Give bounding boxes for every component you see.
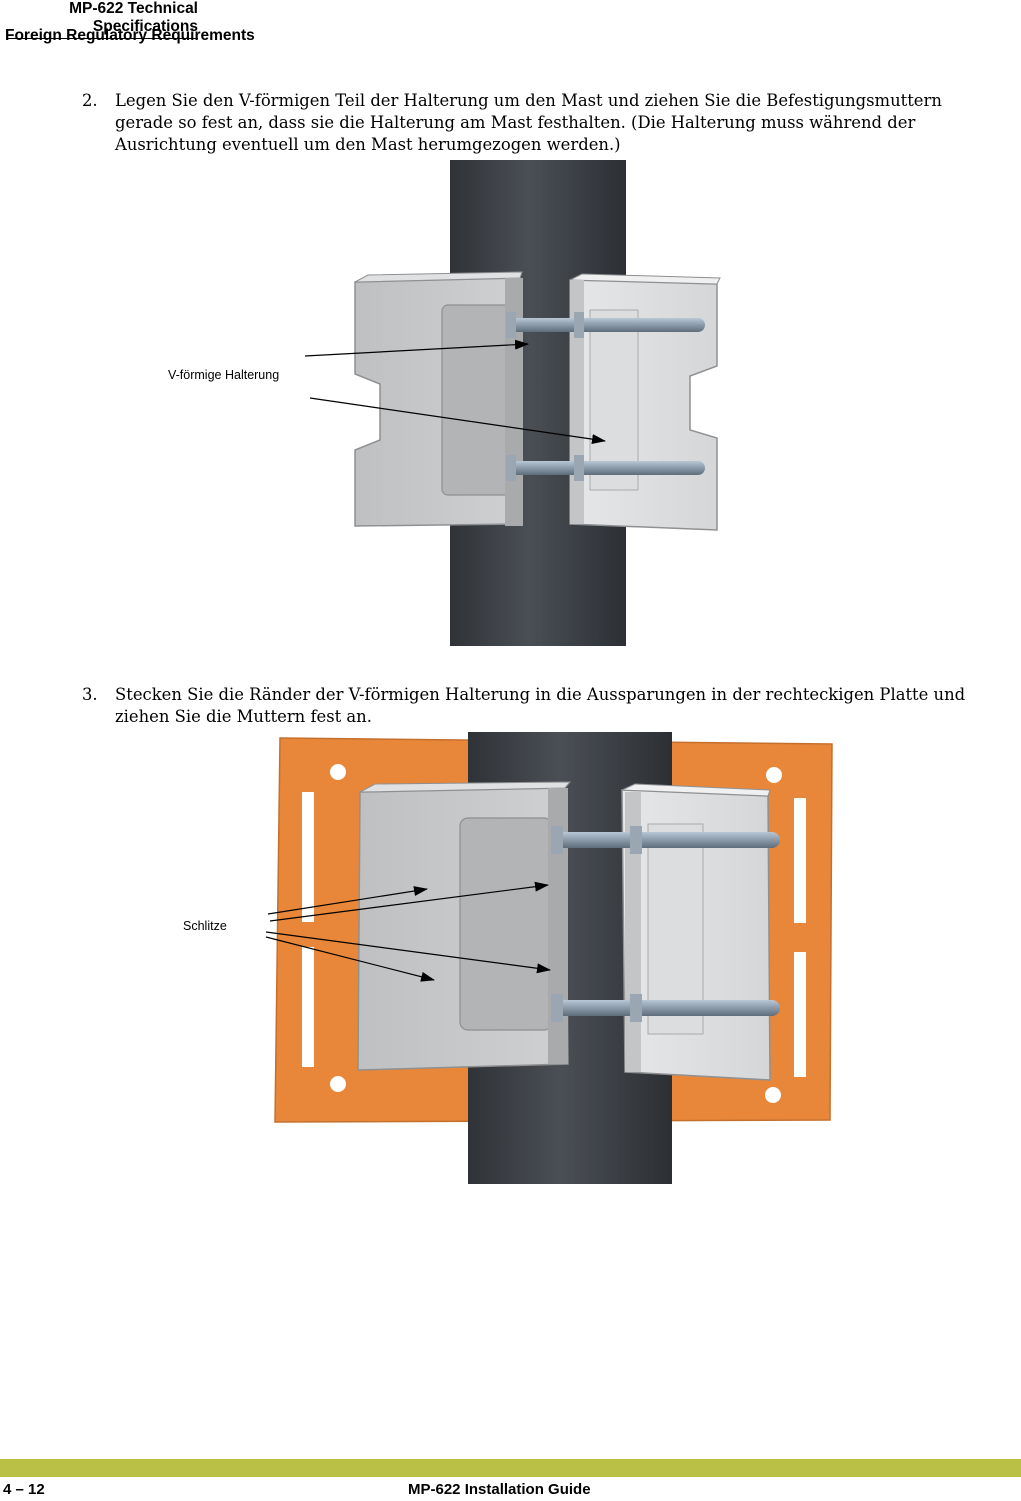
plate-slot xyxy=(302,792,314,922)
top-bolt xyxy=(555,832,780,848)
footer-guide-title: MP-622 Installation Guide xyxy=(408,1481,591,1498)
mounting-hole xyxy=(765,1087,781,1103)
step-text: Legen Sie den V-förmigen Teil der Halter… xyxy=(115,91,942,154)
callout-arrow xyxy=(265,936,435,982)
callout-arrow xyxy=(269,881,549,922)
callout-arrow xyxy=(304,339,529,357)
callout-arrow xyxy=(309,397,606,445)
callout-arrow xyxy=(265,931,551,974)
step-number: 2. xyxy=(82,91,98,110)
bottom-bolt xyxy=(555,1000,780,1016)
page-number: 4 – 12 xyxy=(3,1481,45,1498)
figure-v-bracket-on-mast: V-förmige Halterung xyxy=(168,160,721,646)
callout-slots: Schlitze xyxy=(183,919,227,933)
mounting-hole xyxy=(330,1076,346,1092)
figure-bracket-in-plate: Schlitze xyxy=(183,732,833,1184)
mounting-hole xyxy=(766,767,782,783)
plate-slot xyxy=(794,952,806,1077)
footer-accent-bar xyxy=(0,1459,1021,1477)
step-number: 3. xyxy=(82,685,98,704)
plate-slot xyxy=(302,947,314,1067)
callout-arrow xyxy=(267,886,428,915)
step-3: 3. Stecken Sie die Ränder der V-förmigen… xyxy=(82,684,997,728)
running-header-title: MP-622 Technical Specifications xyxy=(6,0,198,39)
step-2: 2. Legen Sie den V-förmigen Teil der Hal… xyxy=(82,90,997,156)
step-text: Stecken Sie die Ränder der V-förmigen Ha… xyxy=(115,685,966,726)
callout-v-bracket: V-förmige Halterung xyxy=(168,368,279,382)
running-header-subtitle: Foreign Regulatory Requirements xyxy=(5,27,255,44)
top-bolt xyxy=(510,318,705,332)
mounting-hole xyxy=(330,764,346,780)
bottom-bolt xyxy=(510,461,705,475)
plate-slot xyxy=(794,798,806,923)
